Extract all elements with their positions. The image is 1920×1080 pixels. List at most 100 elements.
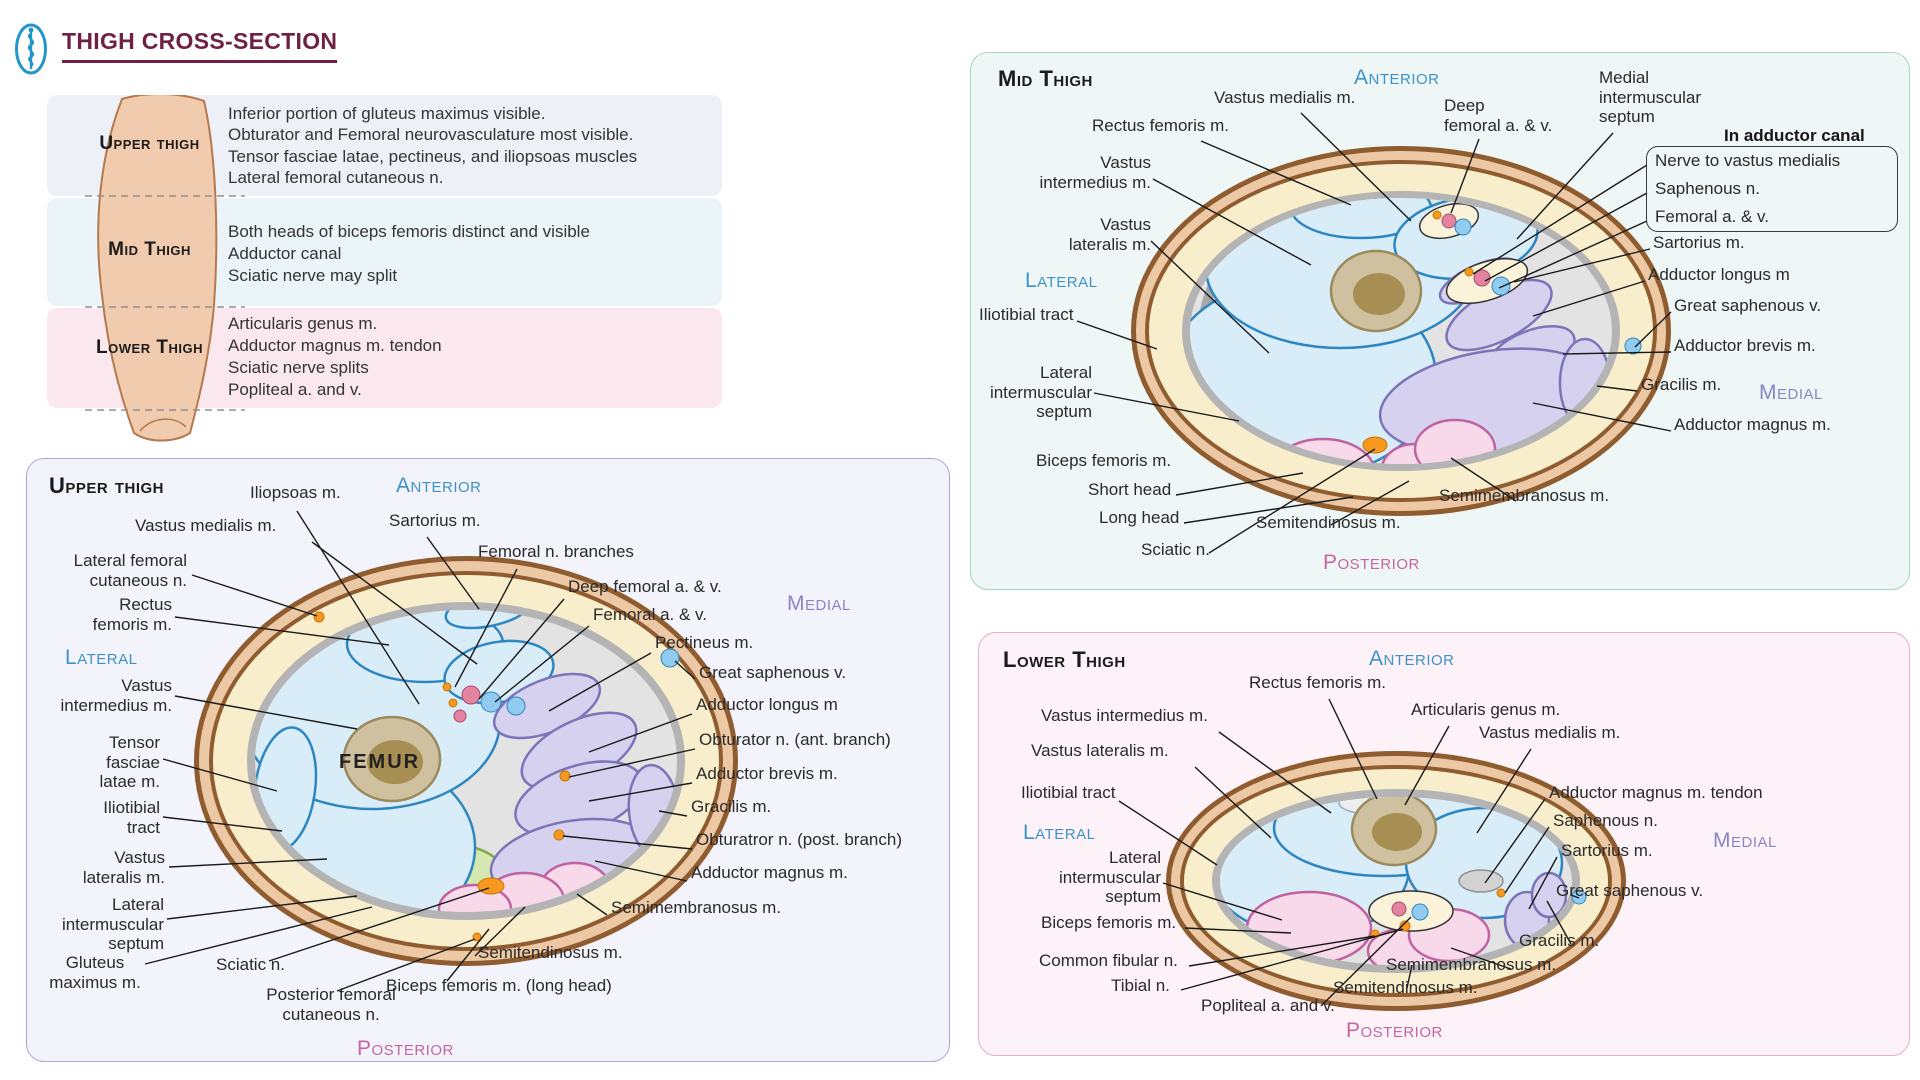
label-vastus-medialis: Vastus medialis m.: [1479, 723, 1621, 742]
label-rectus-femoris: Rectus femoris m.: [92, 595, 172, 634]
direction-medial: Medial: [1759, 381, 1823, 404]
nerve-dot: [1432, 210, 1442, 220]
label-great-saphenous: Great saphenous v.: [699, 663, 847, 682]
panel-mid-thigh: Mid Thigh Anterior Lateral Medial Poster…: [970, 52, 1910, 590]
summary-text: Tensor fasciae latae, pectineus, and ili…: [228, 147, 638, 166]
label-nerve-to-vastus-medialis: Nerve to vastus medialis: [1655, 151, 1841, 170]
adductor-magnus-tendon-blob: [1458, 869, 1504, 893]
label-gracilis: Gracilis m.: [1519, 931, 1600, 950]
label-great-saphenous: Great saphenous v.: [1674, 296, 1822, 315]
direction-posterior: Posterior: [1346, 1019, 1443, 1042]
label-vastus-lateralis: Vastus lateralis m.: [1068, 215, 1151, 254]
femoral-vein-dot: [480, 691, 502, 713]
label-semitendinosus: Semitendinosus m.: [1333, 978, 1478, 997]
label-saphenous-n: Saphenous n.: [1655, 179, 1760, 198]
summary-text: Lateral femoral cutaneous n.: [228, 168, 444, 187]
articularis-genus-muscle: [1384, 800, 1430, 818]
femoral-nerve-branch-dot: [448, 698, 458, 708]
upper-vessel-nerve-dots: [313, 611, 680, 942]
panel-upper-title: Upper thigh: [49, 473, 165, 498]
summary-text: Sciatic nerve may split: [228, 266, 398, 285]
lower-muscles: [1220, 797, 1568, 965]
label-deep-femoral-av: Deep femoral a. & v.: [568, 577, 722, 596]
label-vastus-medialis: Vastus medialis m.: [1214, 88, 1356, 107]
label-vastus-intermedius: Vastus intermedius m.: [1039, 153, 1151, 192]
label-adductor-magnus: Adductor magnus m.: [691, 863, 848, 882]
label-short-head: Short head: [1088, 480, 1172, 499]
label-sciatic: Sciatic n.: [216, 955, 285, 974]
deep-femoral-capsule: [1418, 202, 1480, 240]
label-vastus-lateralis: Vastus lateralis m.: [1031, 741, 1169, 760]
label-articularis-genus: Articularis genus m.: [1411, 700, 1561, 719]
label-pectineus: Pectineus m.: [655, 633, 754, 652]
summary-text: Sciatic nerve splits: [228, 358, 369, 377]
direction-posterior: Posterior: [1323, 551, 1420, 574]
label-rectus-femoris: Rectus femoris m.: [1092, 116, 1229, 135]
saphenous-nerve-dot: [1496, 888, 1506, 898]
tibial-nerve-dot: [1399, 920, 1411, 932]
label-vastus-medialis: Vastus medialis m.: [135, 516, 277, 535]
direction-posterior: Posterior: [357, 1037, 454, 1060]
summary-text: Popliteal a. and v.: [228, 380, 362, 399]
label-iliopsoas: Iliopsoas m.: [250, 483, 341, 502]
leg-illustration: [85, 95, 245, 442]
label-popliteal: Popliteal a. and v.: [1201, 996, 1335, 1015]
sciatic-nerve-dot: [477, 877, 505, 895]
label-iliotibial-tract: Iliotibial tract: [979, 305, 1074, 324]
summary-text: Adductor canal: [228, 244, 342, 263]
label-tensor-fasciae-latae: Tensor fasciae latae m.: [99, 733, 160, 792]
label-lateral-intermuscular-septum: Lateral intermuscular septum: [61, 895, 164, 954]
obturator-anterior-nerve-dot: [559, 770, 571, 782]
sciatic-nerve-dot: [1362, 436, 1388, 454]
label-vastus-intermedius: Vastus intermedius m.: [1041, 706, 1208, 725]
adductor-canal-title: In adductor canal: [1724, 126, 1865, 145]
label-sartorius: Sartorius m.: [1653, 233, 1745, 252]
label-tibial: Tibial n.: [1111, 976, 1170, 995]
label-posterior-femoral-cutaneous: Posterior femoral cutaneous n.: [266, 985, 396, 1024]
direction-medial: Medial: [1713, 829, 1777, 852]
popliteal-artery-dot: [1391, 901, 1407, 917]
summary-text: Articularis genus m.: [228, 314, 378, 333]
direction-anterior: Anterior: [396, 474, 482, 497]
great-saphenous-vein-dot: [1624, 337, 1642, 355]
label-adductor-brevis: Adductor brevis m.: [696, 764, 838, 783]
direction-anterior: Anterior: [1354, 66, 1440, 89]
femur-bone: [1350, 797, 1438, 867]
deep-femoral-artery-dot: [453, 709, 467, 723]
mid-muscles: [1190, 198, 1612, 464]
label-gluteus-maximus: Gluteus maximus m.: [49, 953, 141, 992]
label-iliotibial-tract: Iliotibial tract: [103, 798, 160, 837]
label-lateral-intermuscular-septum: Lateral intermuscular septum: [989, 363, 1092, 422]
label-adductor-longus: Adductor longus m: [1648, 265, 1790, 284]
label-semimembranosus: Semimembranosus m.: [1386, 955, 1557, 974]
deep-femoral-artery-dot: [1441, 213, 1457, 229]
deep-femoral-vein-dot: [506, 696, 526, 716]
femur-label: FEMUR: [339, 751, 421, 773]
direction-medial: Medial: [787, 592, 851, 615]
summary-text: Adductor magnus m. tendon: [228, 336, 442, 355]
hamstring-group: [437, 861, 611, 912]
label-biceps-femoris-long: Biceps femoris m. (long head): [386, 976, 612, 995]
label-adductor-longus: Adductor longus m: [696, 695, 838, 714]
label-sartorius: Sartorius m.: [389, 511, 481, 530]
femoral-vein-dot: [1491, 276, 1511, 296]
femoral-nerve-branch-dot: [442, 682, 452, 692]
label-biceps-femoris: Biceps femoris m.: [1036, 451, 1172, 470]
label-adductor-magnus: Adductor magnus m.: [1674, 415, 1831, 434]
summary-text: Inferior portion of gluteus maximus visi…: [228, 104, 546, 123]
saphenous-nerve-dot: [1464, 267, 1474, 277]
popliteal-vein-dot: [1411, 903, 1429, 921]
page-title: THIGH CROSS-SECTION: [62, 28, 338, 63]
femoral-artery-dot: [1473, 269, 1491, 287]
label-adductor-brevis: Adductor brevis m.: [1674, 336, 1816, 355]
label-femoral-av: Femoral a. & v.: [1655, 207, 1769, 226]
femur-marrow: [1372, 813, 1422, 851]
label-gracilis: Gracilis m.: [691, 797, 772, 816]
summary-row-mid-label: Mid Thigh: [108, 239, 191, 260]
panel-lower-thigh: Lower Thigh Anterior Lateral Medial Post…: [978, 632, 1910, 1056]
quadriceps-group: [1190, 198, 1539, 464]
label-adductor-magnus-tendon: Adductor magnus m. tendon: [1549, 783, 1763, 802]
label-vastus-intermedius: Vastus intermedius m.: [60, 676, 172, 715]
label-sartorius: Sartorius m.: [1561, 841, 1653, 860]
